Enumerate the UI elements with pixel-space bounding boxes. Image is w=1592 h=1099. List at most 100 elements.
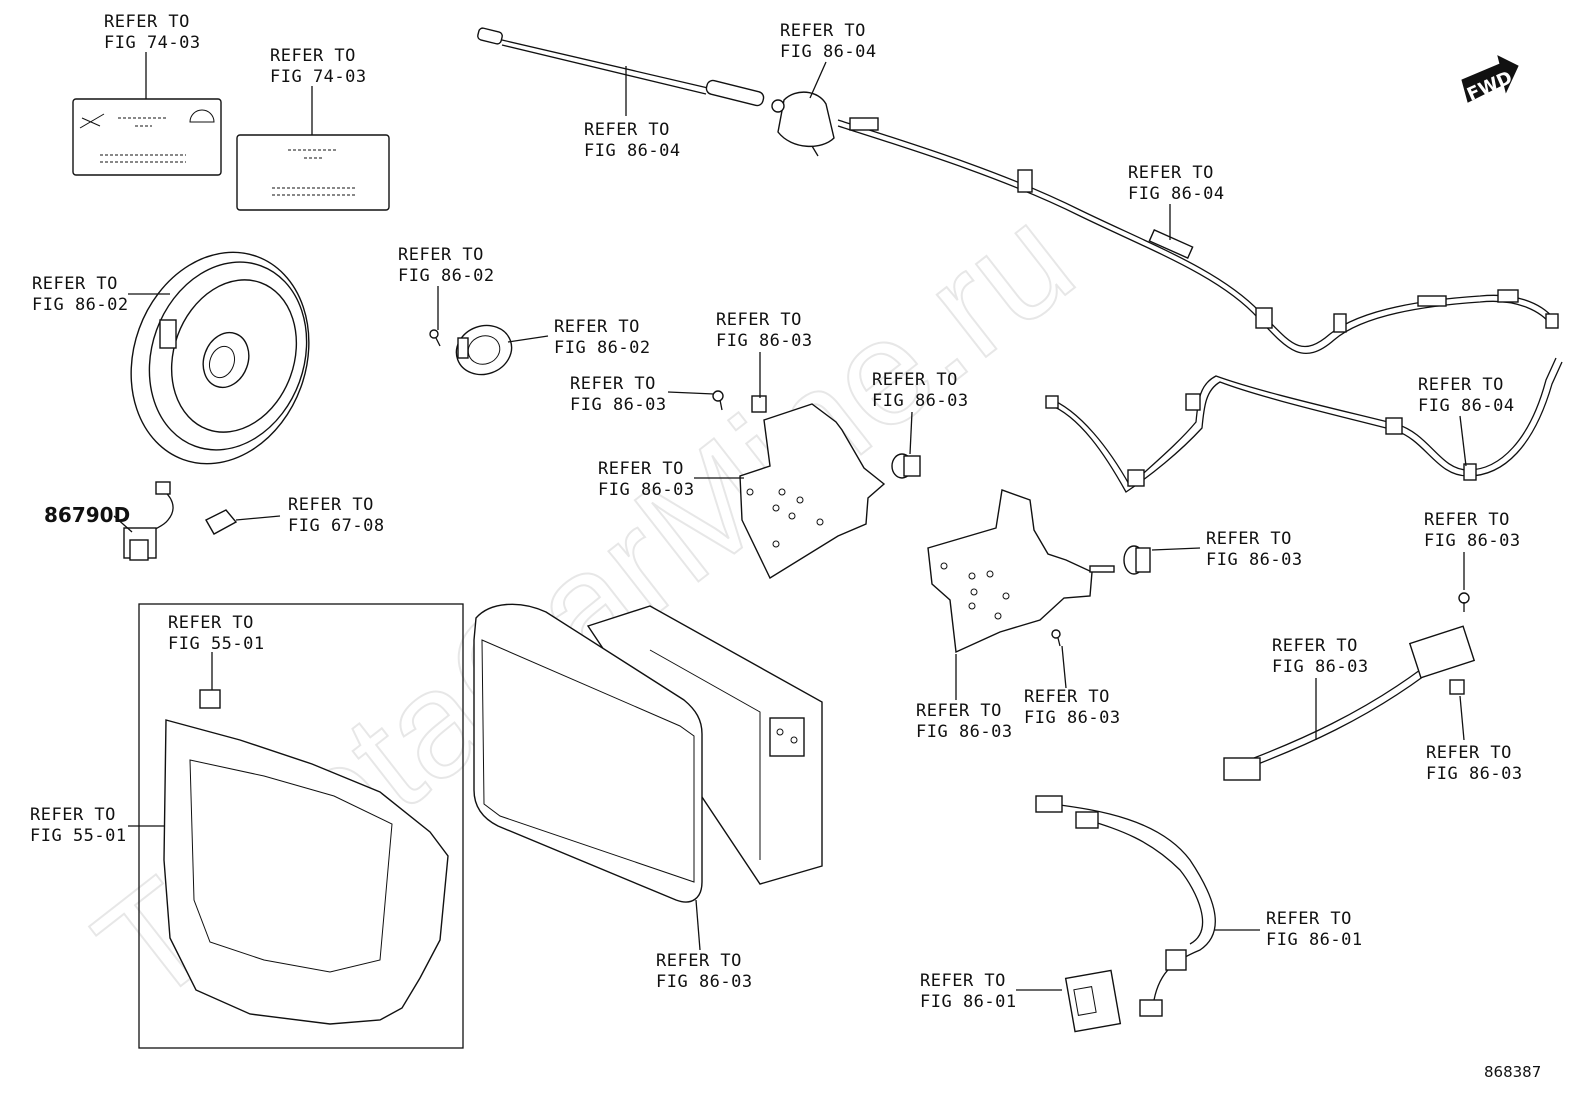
screw-part <box>1458 592 1470 612</box>
callout-86-03-bracket-left: REFER TO FIG 86-03 <box>598 459 695 500</box>
callout-line1: REFER TO <box>554 317 640 337</box>
antenna-base <box>771 91 835 157</box>
callout-line1: REFER TO <box>30 805 116 825</box>
callout-line1: REFER TO <box>920 971 1006 991</box>
callout-86-03-nut: REFER TO FIG 86-03 <box>716 310 813 351</box>
callout-86-01-usb-port: REFER TO FIG 86-01 <box>920 971 1017 1012</box>
callout-line2: FIG 86-03 <box>1426 764 1523 784</box>
callout-line2: FIG 86-03 <box>570 395 667 415</box>
callout-line1: REFER TO <box>584 120 670 140</box>
tweeter-speaker <box>455 324 513 376</box>
callout-line2: FIG 86-03 <box>1206 550 1303 570</box>
callout-86-04-cable: REFER TO FIG 86-04 <box>1128 163 1225 204</box>
callout-86-03-screw-right: REFER TO FIG 86-03 <box>1424 510 1521 551</box>
callout-line2: FIG 86-04 <box>780 42 877 62</box>
callout-line1: REFER TO <box>288 495 374 515</box>
bushing-part <box>1123 545 1151 575</box>
callout-line2: FIG 86-03 <box>1024 708 1121 728</box>
callout-line1: REFER TO <box>716 310 802 330</box>
antenna-rod <box>477 27 765 107</box>
callout-74-03-b: REFER TO FIG 74-03 <box>270 46 367 87</box>
callout-86-03-nut-right: REFER TO FIG 86-03 <box>1426 743 1523 784</box>
clip-part <box>205 509 238 535</box>
bushing-part <box>891 453 921 479</box>
callout-line1: REFER TO <box>104 12 190 32</box>
callout-line2: FIG 86-04 <box>1418 396 1515 416</box>
callout-line2: FIG 86-03 <box>716 331 813 351</box>
callout-67-08-clip: REFER TO FIG 67-08 <box>288 495 385 536</box>
fwd-direction-icon: FWD <box>1461 55 1519 106</box>
callout-line2: FIG 86-03 <box>1424 531 1521 551</box>
callout-line2: FIG 86-03 <box>1272 657 1369 677</box>
callout-line1: REFER TO <box>168 613 254 633</box>
callout-line2: FIG 86-03 <box>656 972 753 992</box>
info-label-card <box>236 134 390 211</box>
callout-line1: REFER TO <box>1418 375 1504 395</box>
callout-line2: FIG 74-03 <box>270 67 367 87</box>
callout-86-04-antenna-rod: REFER TO FIG 86-04 <box>584 120 681 161</box>
callout-86-03-head-unit: REFER TO FIG 86-03 <box>656 951 753 992</box>
leader-lines <box>113 52 1467 991</box>
callout-line1: REFER TO <box>1266 909 1352 929</box>
callout-86-03-bushing-right: REFER TO FIG 86-03 <box>1206 529 1303 570</box>
antenna-cable <box>837 117 1559 354</box>
usb-harness-connector <box>1223 625 1476 781</box>
caution-label-card <box>72 98 222 176</box>
callout-line2: FIG 86-03 <box>872 391 969 411</box>
head-unit-display <box>473 603 823 903</box>
callout-86-02-speaker: REFER TO FIG 86-02 <box>32 274 129 315</box>
callout-line2: FIG 86-04 <box>584 141 681 161</box>
diagram-number: 868387 <box>1484 1063 1541 1081</box>
callout-line1: REFER TO <box>1272 636 1358 656</box>
callout-line1: REFER TO <box>570 374 656 394</box>
callout-line2: FIG 86-02 <box>554 338 651 358</box>
antenna-cable-lower <box>1045 357 1563 493</box>
callout-line1: REFER TO <box>270 46 356 66</box>
callout-line1: REFER TO <box>598 459 684 479</box>
callout-line2: FIG 55-01 <box>168 634 265 654</box>
callout-line2: FIG 74-03 <box>104 33 201 53</box>
callout-86-03-screw: REFER TO FIG 86-03 <box>570 374 667 415</box>
aux-usb-harness <box>1035 795 1216 1033</box>
part-number-label: 86790D <box>44 503 130 527</box>
callout-line2: FIG 67-08 <box>288 516 385 536</box>
callout-line2: FIG 86-01 <box>920 992 1017 1012</box>
screw-part <box>1051 629 1061 647</box>
callout-86-04-cable-lower: REFER TO FIG 86-04 <box>1418 375 1515 416</box>
callout-line1: REFER TO <box>1424 510 1510 530</box>
callout-line1: REFER TO <box>656 951 742 971</box>
callout-line1: REFER TO <box>1426 743 1512 763</box>
callout-line2: FIG 86-04 <box>1128 184 1225 204</box>
callout-line1: REFER TO <box>398 245 484 265</box>
callout-86-04-antenna-base: REFER TO FIG 86-04 <box>780 21 877 62</box>
mounting-bracket-left <box>739 403 886 580</box>
callout-line1: REFER TO <box>1206 529 1292 549</box>
callout-86-03-screw-bracket: REFER TO FIG 86-03 <box>1024 687 1121 728</box>
callout-line2: FIG 86-03 <box>598 480 695 500</box>
callout-line1: REFER TO <box>1128 163 1214 183</box>
speaker-assembly <box>130 251 310 465</box>
screw-part <box>712 390 724 411</box>
callout-86-01-harness: REFER TO FIG 86-01 <box>1266 909 1363 950</box>
nut-clip-part <box>751 395 767 413</box>
callout-line2: FIG 86-01 <box>1266 930 1363 950</box>
callout-line2: FIG 86-02 <box>398 266 495 286</box>
callout-55-01-bezel: REFER TO FIG 55-01 <box>30 805 127 846</box>
callout-line2: FIG 86-03 <box>916 722 1013 742</box>
callout-line1: REFER TO <box>32 274 118 294</box>
callout-86-03-harness: REFER TO FIG 86-03 <box>1272 636 1369 677</box>
callout-86-02-tweeter: REFER TO FIG 86-02 <box>554 317 651 358</box>
callout-line1: REFER TO <box>780 21 866 41</box>
callout-line1: REFER TO <box>916 701 1002 721</box>
callout-line2: FIG 86-02 <box>32 295 129 315</box>
callout-line1: REFER TO <box>872 370 958 390</box>
callout-line1: REFER TO <box>1024 687 1110 707</box>
speaker-connector-harness <box>123 481 174 561</box>
callout-86-03-bushing: REFER TO FIG 86-03 <box>872 370 969 411</box>
callout-55-01-clip: REFER TO FIG 55-01 <box>168 613 265 654</box>
screw-part <box>429 329 441 347</box>
callout-line2: FIG 55-01 <box>30 826 127 846</box>
callout-86-02-screw: REFER TO FIG 86-02 <box>398 245 495 286</box>
mounting-bracket-right <box>927 489 1115 654</box>
